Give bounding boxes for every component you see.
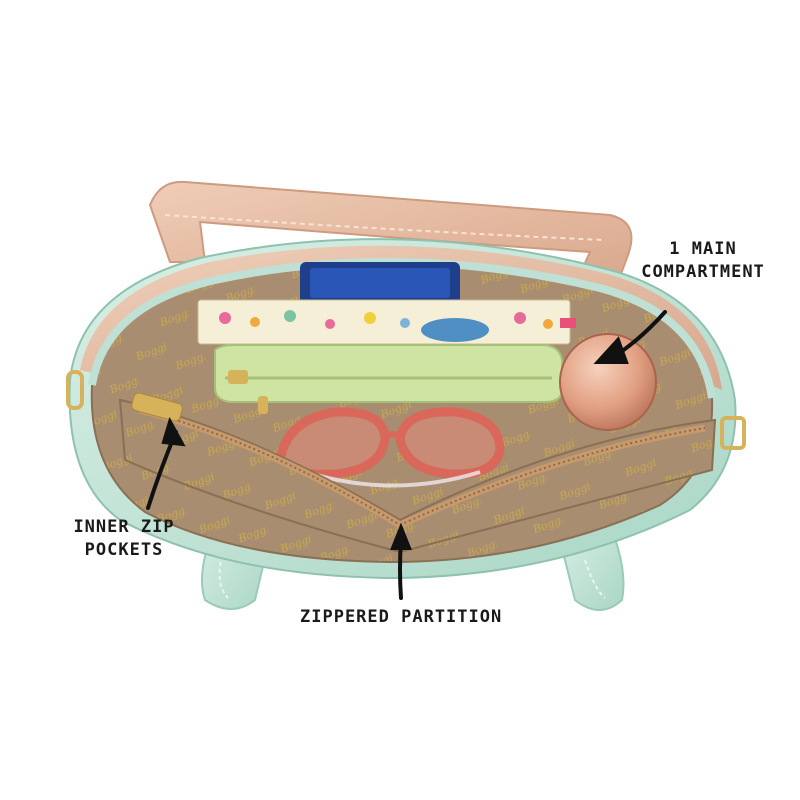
main-compartment-line-2: COMPARTMENT <box>641 262 765 282</box>
main-compartment-label: 1 MAIN COMPARTMENT <box>628 238 778 284</box>
inner-zip-pockets-label: INNER ZIP POCKETS <box>64 516 184 562</box>
phone <box>300 262 460 304</box>
zippered-partition-label: ZIPPERED PARTITION <box>300 606 503 629</box>
compact-mirror <box>559 333 657 431</box>
inner-zip-pockets-line-2: POCKETS <box>84 540 164 560</box>
sunglasses <box>275 407 505 488</box>
top-handle <box>148 180 633 292</box>
hardware-rings <box>66 370 746 450</box>
zippered-partition-line-1: ZIPPERED PARTITION <box>300 607 503 627</box>
floral-notebook <box>197 299 576 345</box>
main-compartment-line-1: 1 MAIN <box>669 239 737 259</box>
inner-zip-pockets-line-1: INNER ZIP <box>73 517 175 537</box>
callout-arrows <box>146 310 667 600</box>
